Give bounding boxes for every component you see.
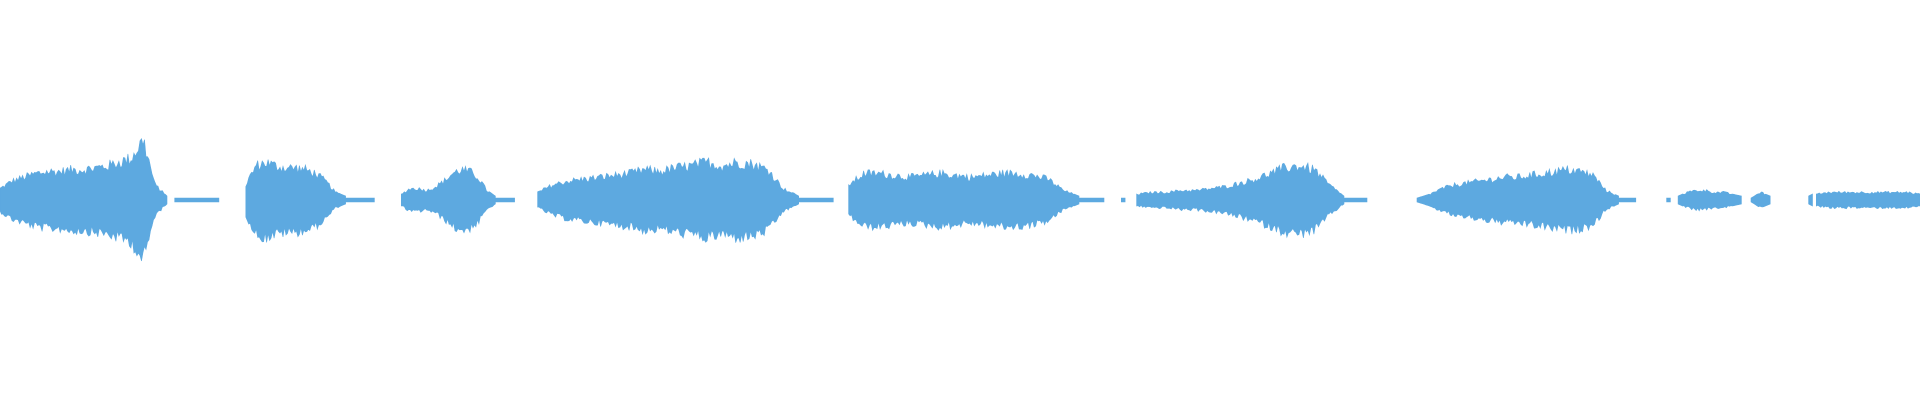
waveform-clip-6 bbox=[495, 197, 515, 203]
waveform-clip-1 bbox=[0, 138, 168, 262]
waveform-clip-12 bbox=[1136, 162, 1345, 239]
waveform-clip-20 bbox=[1816, 190, 1920, 210]
waveform-clip-14 bbox=[1416, 165, 1619, 235]
waveform-clip-15 bbox=[1618, 197, 1637, 203]
waveform-clip-13 bbox=[1343, 197, 1368, 203]
waveform-clip-4 bbox=[345, 197, 375, 203]
waveform-clip-11 bbox=[1121, 197, 1126, 203]
waveform-clip-18 bbox=[1750, 191, 1771, 208]
waveform-clip-16 bbox=[1666, 197, 1671, 203]
waveform-clip-19 bbox=[1808, 193, 1813, 207]
waveform-clip-9 bbox=[848, 168, 1080, 232]
waveform-clip-5 bbox=[401, 165, 496, 234]
waveform-clip-17 bbox=[1677, 189, 1742, 212]
waveform-clip-2 bbox=[174, 197, 220, 203]
waveform-clip-7 bbox=[537, 157, 799, 243]
waveform-clip-10 bbox=[1078, 197, 1105, 203]
waveform-clip-3 bbox=[245, 159, 346, 243]
waveform-clip-8 bbox=[798, 197, 834, 203]
